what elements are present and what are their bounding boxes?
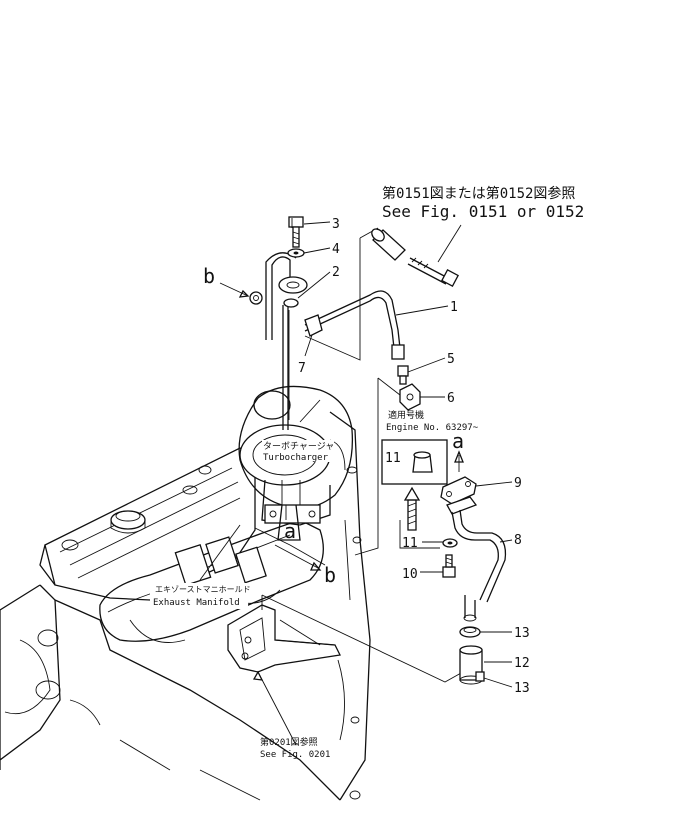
- manifold-label-en: Exhaust Manifold: [153, 598, 240, 608]
- marker-a-right: a: [452, 429, 464, 453]
- gasket-9: [440, 476, 477, 505]
- part-label-13-lower: 13: [514, 681, 530, 696]
- bolt-10: [442, 554, 456, 578]
- manifold-label-jp: エキゾーストマニホールド: [155, 585, 251, 594]
- leader-lines: [252, 221, 513, 746]
- part-label-3: 3: [332, 217, 340, 232]
- view-arrows: [219, 282, 464, 571]
- part-label-6: 6: [447, 391, 455, 406]
- turbocharger-label-en: Turbocharger: [263, 453, 329, 463]
- view-markers: b a a b: [203, 264, 464, 587]
- engine-block: [0, 411, 371, 801]
- part-label-4: 4: [332, 242, 340, 257]
- part-label-11-lower: 11: [402, 536, 418, 551]
- applicability-note: 適用号機 Engine No. 63297~: [386, 409, 479, 433]
- connector-sleeve: [371, 228, 459, 287]
- marker-a-lower: a: [284, 519, 296, 543]
- applicability-en: Engine No. 63297~: [386, 423, 479, 433]
- fitting-5: [397, 365, 409, 385]
- part-label-10: 10: [402, 567, 418, 582]
- applicability-jp: 適用号機: [388, 409, 424, 421]
- turbocharger-label-jp: ターボチャージャ: [263, 441, 334, 452]
- part-number-labels: 3 4 2 1 7 5 6 11 9 8 11 10 13 12 13: [298, 217, 530, 696]
- part-label-1: 1: [450, 300, 458, 315]
- part-label-13-upper: 13: [514, 626, 530, 641]
- part-label-8: 8: [514, 533, 522, 548]
- turbocharger: [238, 385, 354, 541]
- reference-top-en: See Fig. 0151 or 0152: [382, 202, 584, 221]
- part-label-11-upper: 11: [385, 451, 401, 466]
- component-labels: ターボチャージャ Turbocharger エキゾーストマニホールド Exhau…: [150, 440, 334, 609]
- part-label-2: 2: [332, 265, 340, 280]
- washer-11-lower: [442, 538, 458, 548]
- bolt-3: [287, 216, 305, 258]
- oil-inlet-tube: [249, 252, 405, 430]
- part-label-5: 5: [447, 352, 455, 367]
- clamp-13-upper: [459, 626, 481, 638]
- part-label-7: 7: [298, 361, 306, 376]
- reference-bottom-jp: 第0201図参照: [260, 736, 318, 748]
- part-label-9: 9: [514, 476, 522, 491]
- marker-b-lower: b: [324, 563, 336, 587]
- clamp-13-lower: [475, 671, 485, 682]
- mounting-bracket: [227, 604, 341, 673]
- oil-return-tube: [446, 496, 507, 622]
- reference-top-jp: 第0151図または第0152図参照: [382, 185, 575, 202]
- part-label-12: 12: [514, 656, 530, 671]
- reference-bottom-en: See Fig. 0201: [260, 750, 330, 760]
- adapter-box: [381, 439, 448, 549]
- reference-bottom: 第0201図参照 See Fig. 0201: [260, 736, 330, 760]
- reference-top: 第0151図または第0152図参照 See Fig. 0151 or 0152: [382, 185, 584, 221]
- marker-b-upper: b: [203, 264, 215, 288]
- fitting-6: [399, 383, 421, 411]
